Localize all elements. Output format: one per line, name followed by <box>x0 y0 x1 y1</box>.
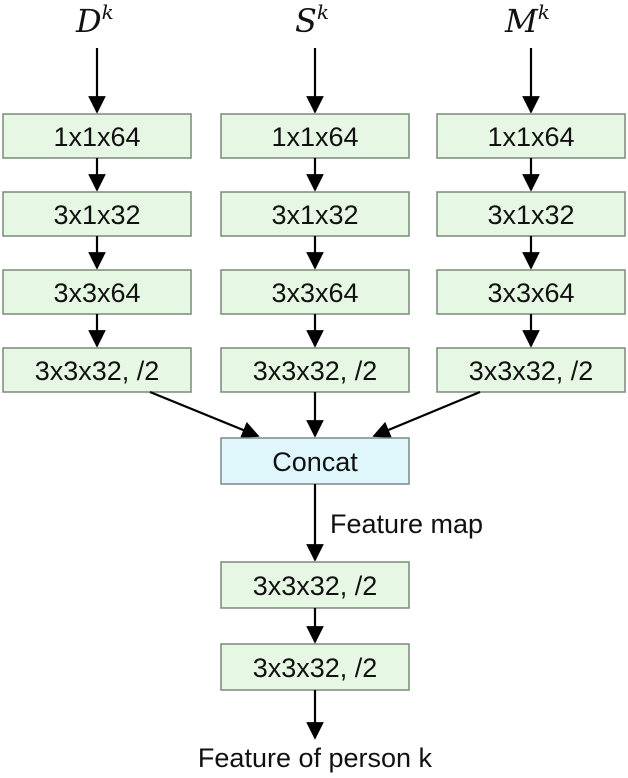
layer-label: 3x3x64 <box>487 278 574 308</box>
input-label-m: Mk <box>504 0 550 40</box>
layer-label: 1x1x64 <box>487 122 574 152</box>
layer-box <box>2 269 192 315</box>
layer-box <box>220 643 410 691</box>
layer-label: 3x3x32, /2 <box>253 356 378 386</box>
edge-merge-m <box>372 390 481 439</box>
layer-label: 3x3x32, /2 <box>253 571 378 601</box>
svg-text:Dk: Dk <box>75 0 114 40</box>
layer-box <box>436 113 626 159</box>
layer-box <box>436 191 626 237</box>
layer-box <box>220 191 410 237</box>
layer-label: 3x3x32, /2 <box>253 653 378 683</box>
branch-m: 1x1x64 3x1x32 3x3x64 3x3x32, /2 <box>436 48 626 393</box>
layer-label: 3x3x64 <box>271 278 358 308</box>
layer-label: 3x3x32, /2 <box>469 356 594 386</box>
layer-box <box>220 269 410 315</box>
layer-box <box>2 347 192 393</box>
input-label-s: Sk <box>295 0 329 40</box>
layer-box <box>436 269 626 315</box>
branch-s: 1x1x64 3x1x32 3x3x64 3x3x32, /2 <box>220 48 410 393</box>
concat-label: Concat <box>272 447 358 477</box>
concat-node: Concat <box>220 437 410 485</box>
layer-label: 1x1x64 <box>271 122 358 152</box>
feature-map-label: Feature map <box>330 509 483 539</box>
layer-box <box>220 113 410 159</box>
svg-text:Mk: Mk <box>504 0 550 40</box>
concat-box <box>220 437 410 485</box>
layer-label: 3x1x32 <box>487 200 574 230</box>
layer-box <box>2 191 192 237</box>
tail-layers: 3x3x32, /2 3x3x32, /2 <box>220 561 410 691</box>
layer-box <box>436 347 626 393</box>
output-label: Feature of person k <box>198 743 433 773</box>
edge-merge-d <box>149 390 260 439</box>
layer-label: 3x1x32 <box>271 200 358 230</box>
layer-box <box>220 347 410 393</box>
branch-d: 1x1x64 3x1x32 3x3x64 3x3x32, /2 <box>2 48 192 393</box>
layer-label: 3x1x32 <box>53 200 140 230</box>
input-label-d: Dk <box>75 0 114 40</box>
layer-label: 1x1x64 <box>53 122 140 152</box>
layer-label: 3x3x32, /2 <box>35 356 160 386</box>
svg-text:Sk: Sk <box>295 0 329 40</box>
layer-label: 3x3x64 <box>53 278 140 308</box>
